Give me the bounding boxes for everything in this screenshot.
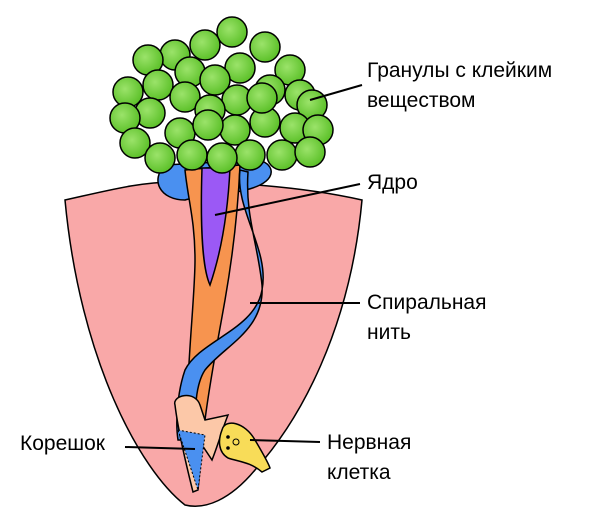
granule xyxy=(169,81,201,113)
root-pointer xyxy=(124,446,196,450)
nucleus-pointer xyxy=(214,183,361,216)
nerve-pointer xyxy=(249,439,321,443)
granule xyxy=(249,31,281,63)
nucleus xyxy=(200,167,231,288)
granule xyxy=(119,127,151,159)
root-label: Корешок xyxy=(20,432,105,455)
granule-cluster xyxy=(109,16,334,174)
granule xyxy=(266,139,298,171)
granule xyxy=(199,64,231,96)
nucleus-label: Ядро xyxy=(367,171,418,194)
granule xyxy=(234,139,266,171)
granules-pointer xyxy=(309,84,363,101)
spiral-thread xyxy=(176,169,264,441)
granule xyxy=(216,16,248,48)
granule xyxy=(206,142,238,174)
granule xyxy=(192,109,224,141)
granule xyxy=(144,142,176,174)
granule xyxy=(294,136,326,168)
granule xyxy=(176,139,208,171)
granule xyxy=(189,29,221,61)
root-tip xyxy=(177,429,206,491)
granule xyxy=(142,69,174,101)
granule xyxy=(246,82,278,114)
nerve-cell xyxy=(218,422,271,473)
